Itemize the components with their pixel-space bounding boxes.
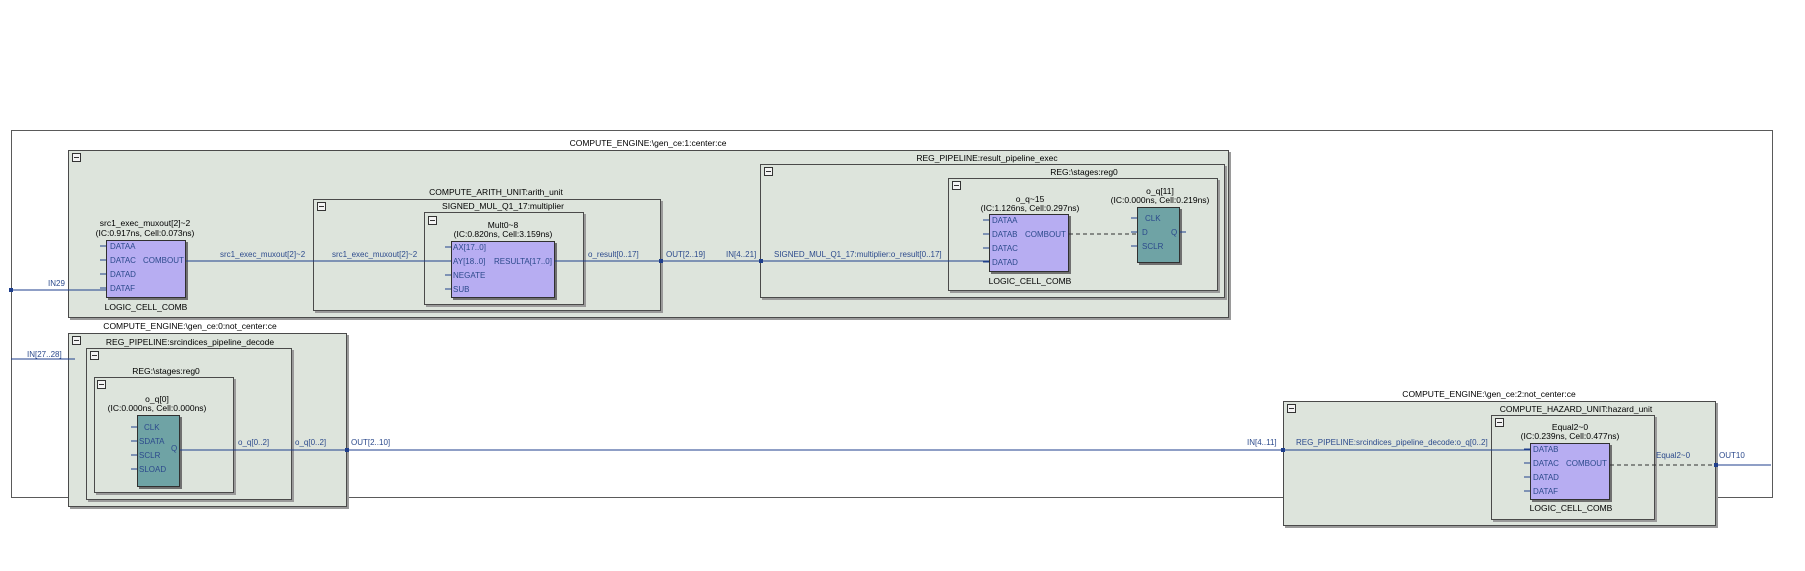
src-out-port: COMBOUT: [143, 256, 184, 265]
equal-timing: (IC:0.239ns, Cell:0.477ns): [1520, 431, 1620, 441]
oq0-out-port: Q: [171, 444, 178, 453]
sig-out-2-10: OUT[2..10]: [351, 438, 391, 447]
wire-in29-junction: [9, 288, 13, 292]
stub-oq0: [131, 426, 137, 470]
oq11-timing: (IC:0.000ns, Cell:0.219ns): [1110, 195, 1210, 205]
nc2-title: COMPUTE_ENGINE:\gen_ce:2:not_center:ce: [1402, 389, 1576, 399]
oq15-port-1: DATAB: [992, 230, 1018, 239]
src-port-0: DATAA: [110, 242, 136, 251]
oq15-port-0: DATAA: [992, 216, 1018, 225]
nc2-hazard-title: COMPUTE_HAZARD_UNIT:hazard_unit: [1499, 404, 1653, 414]
sig-in-4-11: IN[4..11]: [1247, 438, 1277, 447]
oq15-type: LOGIC_CELL_COMB: [988, 276, 1072, 286]
collapse-box-icon[interactable]: [97, 380, 106, 389]
sig-in29: IN29: [48, 279, 65, 288]
tick-out10: [1714, 463, 1718, 467]
equal-out-port: COMBOUT: [1566, 459, 1607, 468]
collapse-box-icon[interactable]: [72, 336, 81, 345]
sig-out-2-19: OUT[2..19]: [666, 250, 706, 259]
sig-src1-a: src1_exec_muxout[2]~2: [220, 250, 306, 259]
src-cell[interactable]: [106, 240, 186, 298]
oq11-cell[interactable]: [1137, 207, 1180, 263]
multiplier-title: SIGNED_MUL_Q1_17:multiplier: [442, 201, 564, 211]
tick-out-2-10: [345, 448, 349, 452]
sig-decode-oq: REG_PIPELINE:srcindices_pipeline_decode:…: [1296, 438, 1488, 447]
sig-o-result: o_result[0..17]: [588, 250, 639, 259]
sig-oq-b: o_q[0..2]: [295, 438, 327, 447]
oq11-port-0: CLK: [1145, 214, 1161, 223]
center-ce-title: COMPUTE_ENGINE:\gen_ce:1:center:ce: [569, 138, 727, 148]
mult-cell-timing: (IC:0.820ns, Cell:3.159ns): [453, 229, 553, 239]
tick-in-4-21: [759, 259, 763, 263]
tick-out-2-19: [659, 259, 663, 263]
oq11-out-port: Q: [1171, 228, 1178, 237]
sig-mul-result: SIGNED_MUL_Q1_17:multiplier:o_result[0..…: [774, 250, 942, 259]
equal-port-1: DATAC: [1533, 459, 1559, 468]
equal-name: Equal2~0: [1551, 422, 1589, 432]
stub-oq15: [983, 219, 989, 263]
nc0-pipeline-title: REG_PIPELINE:srcindices_pipeline_decode: [105, 337, 275, 347]
sig-out10: OUT10: [1719, 451, 1745, 460]
mult-out-port: RESULTA[17..0]: [494, 257, 552, 266]
equal-type: LOGIC_CELL_COMB: [1529, 503, 1613, 513]
tick-in-4-11: [1281, 448, 1285, 452]
collapse-box-icon[interactable]: [1287, 404, 1296, 413]
sig-equal: Equal2~0: [1656, 451, 1691, 460]
oq11-port-2: SCLR: [1142, 242, 1164, 251]
collapse-box-icon[interactable]: [317, 202, 326, 211]
src-port-2: DATAD: [110, 270, 136, 279]
src-cell-type: LOGIC_CELL_COMB: [104, 302, 188, 312]
result-pipeline-title: REG_PIPELINE:result_pipeline_exec: [916, 153, 1058, 163]
equal-port-0: DATAB: [1533, 445, 1559, 454]
src-port-1: DATAC: [110, 256, 136, 265]
oq15-out-port: COMBOUT: [1025, 230, 1066, 239]
mult-port-1: AY[18..0]: [453, 257, 486, 266]
collapse-box-icon[interactable]: [1495, 418, 1504, 427]
equal-cell[interactable]: [1530, 443, 1610, 500]
oq11-port-1: D: [1142, 228, 1148, 237]
equal-port-3: DATAF: [1533, 487, 1559, 496]
oq15-port-3: DATAD: [992, 258, 1018, 267]
oq15-port-2: DATAC: [992, 244, 1018, 253]
oq0-port-1: SDATA: [139, 437, 165, 446]
collapse-box-icon[interactable]: [764, 167, 773, 176]
sig-in-27-28: IN[27..28]: [27, 350, 62, 359]
mult-port-2: NEGATE: [453, 271, 486, 280]
oq0-name: o_q[0]: [145, 394, 169, 404]
arith-title: COMPUTE_ARITH_UNIT:arith_unit: [429, 187, 563, 197]
oq0-port-0: CLK: [144, 423, 160, 432]
oq15-cell[interactable]: [989, 214, 1069, 272]
oq11-name: o_q[11]: [1146, 186, 1174, 196]
oq15-timing: (IC:1.126ns, Cell:0.297ns): [980, 203, 1080, 213]
nc0-title: COMPUTE_ENGINE:\gen_ce:0:not_center:ce: [103, 321, 277, 331]
mult-port-3: SUB: [453, 285, 470, 294]
oq0-timing: (IC:0.000ns, Cell:0.000ns): [107, 403, 207, 413]
outer-frame: [11, 130, 1773, 498]
src-cell-timing: (IC:0.917ns, Cell:0.073ns): [95, 228, 195, 238]
oq0-cell[interactable]: [137, 415, 180, 487]
sig-in-4-21: IN[4..21]: [726, 250, 757, 259]
sig-oq-a: o_q[0..2]: [238, 438, 270, 447]
oq15-name: o_q~15: [1015, 194, 1045, 204]
collapse-box-icon[interactable]: [90, 351, 99, 360]
stub-oq11: [1131, 217, 1186, 247]
mult-cell-name: Mult0~8: [487, 220, 519, 230]
sig-src1-b: src1_exec_muxout[2]~2: [332, 250, 418, 259]
nc0-stages-title: REG:\stages:reg0: [132, 366, 200, 376]
stub-mult: [445, 246, 451, 290]
result-stages-title: REG:\stages:reg0: [1050, 167, 1118, 177]
collapse-box-icon[interactable]: [428, 216, 437, 225]
collapse-box-icon[interactable]: [72, 153, 81, 162]
mult-port-0: AX[17..0]: [453, 243, 486, 252]
src-cell-name: src1_exec_muxout[2]~2: [99, 218, 191, 228]
src-port-3: DATAF: [110, 284, 136, 293]
oq0-port-2: SCLR: [139, 451, 161, 460]
oq0-port-3: SLOAD: [139, 465, 167, 474]
mult-cell[interactable]: [451, 241, 555, 298]
stub-equal: [1524, 448, 1530, 492]
equal-port-2: DATAD: [1533, 473, 1559, 482]
collapse-box-icon[interactable]: [952, 181, 961, 190]
stub-src: [100, 245, 106, 289]
